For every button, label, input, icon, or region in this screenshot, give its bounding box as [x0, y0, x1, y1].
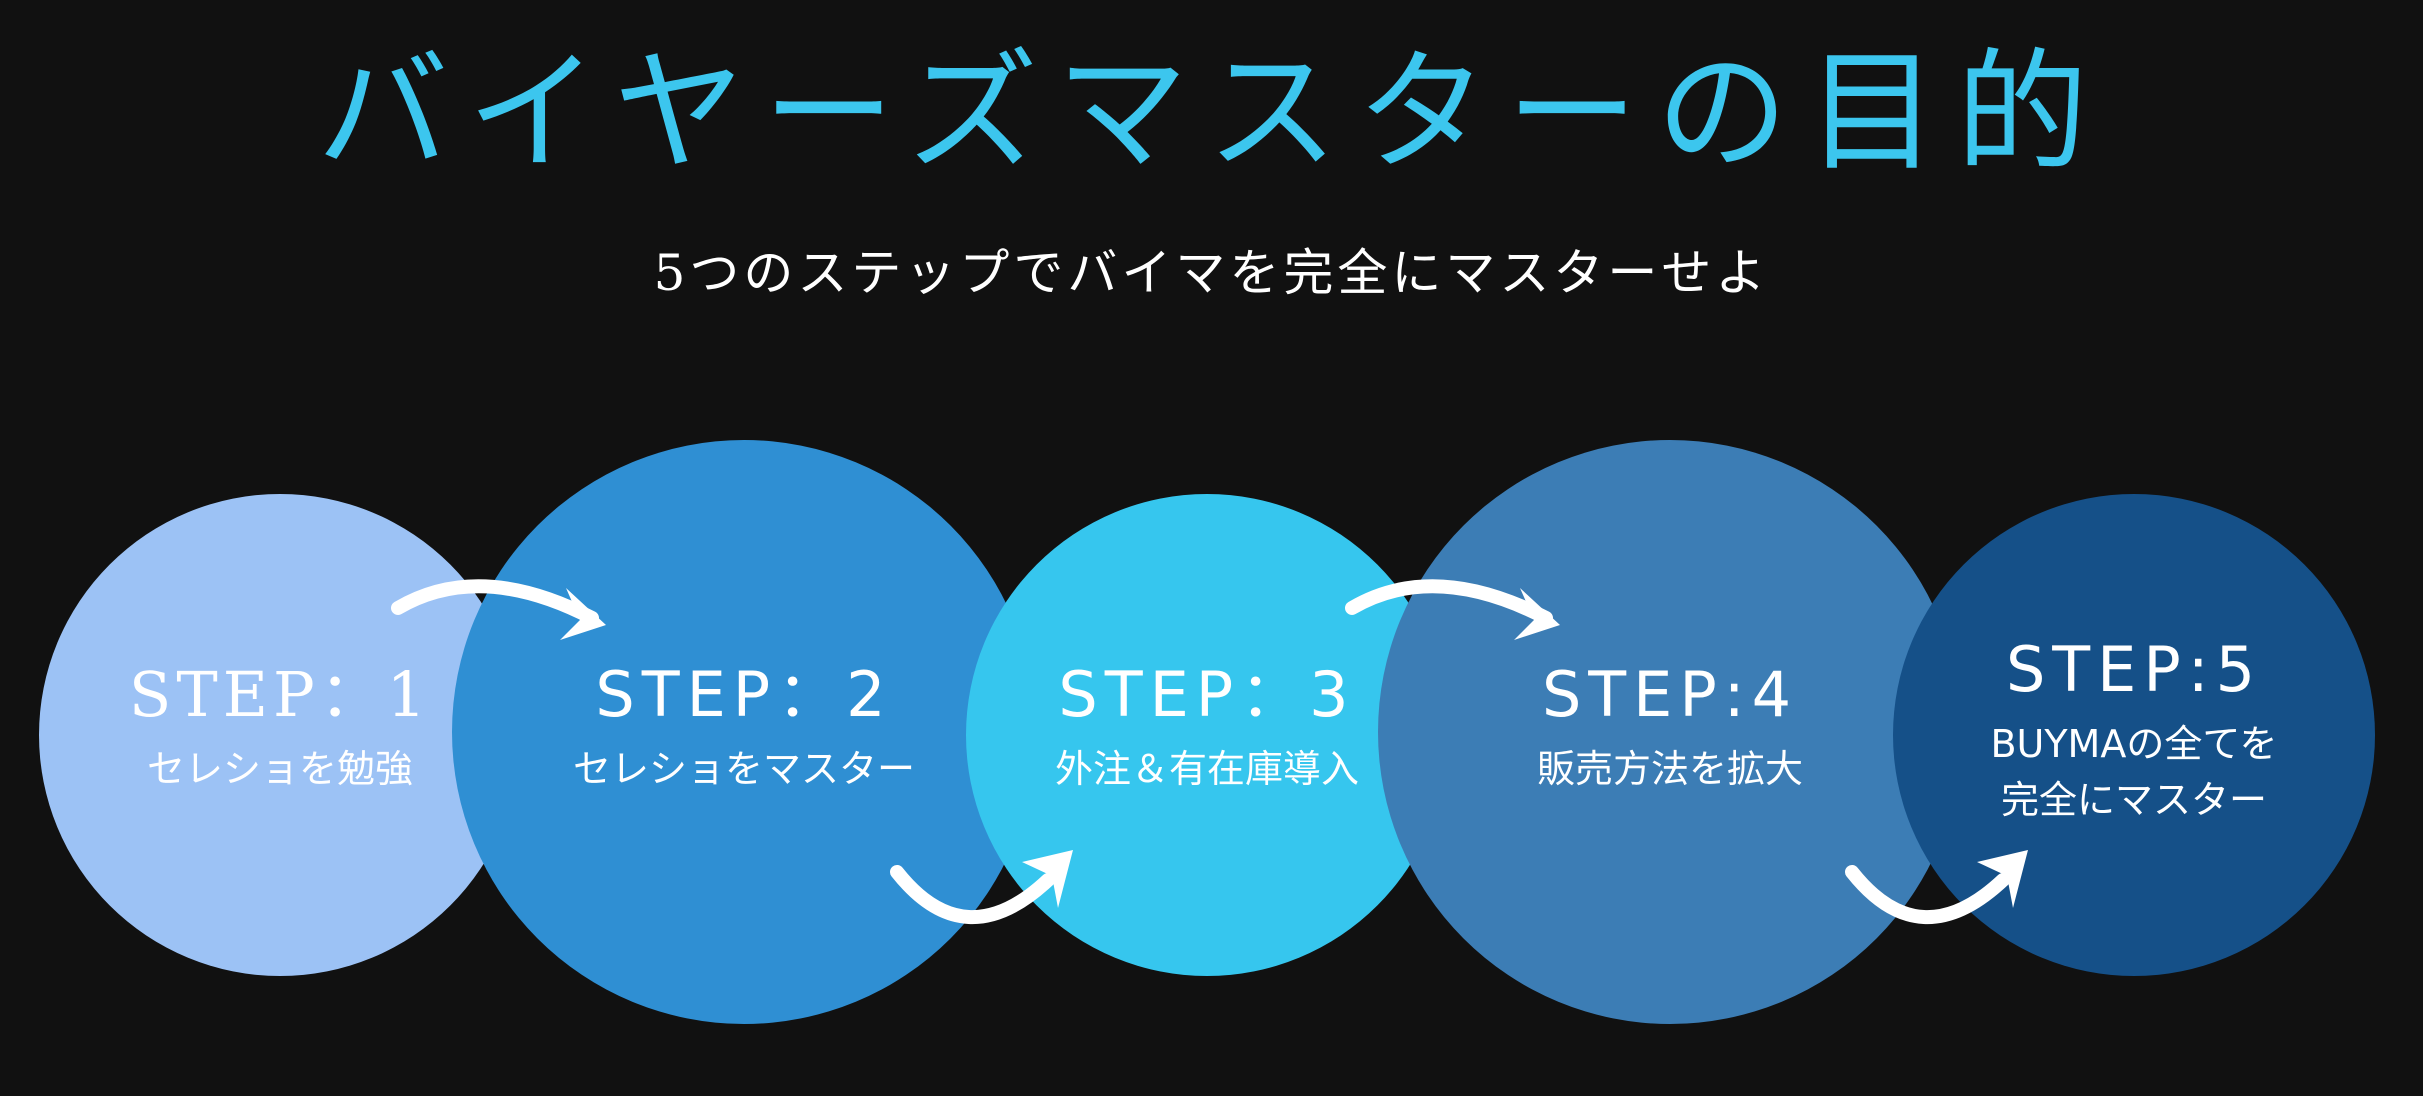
step-2: STEP：2 セレショをマスター	[452, 655, 1036, 797]
step-5: STEP:5 BUYMAの全てを 完全にマスター	[1893, 630, 2375, 828]
page-title: バイヤーズマスターの目的	[316, 36, 2107, 190]
step-5-title: STEP:5	[2005, 633, 2263, 706]
step-5-description-line-2: 完全にマスター	[2000, 778, 2267, 822]
step-3-description: 外注＆有在庫導入	[1054, 747, 1359, 791]
step-1-description: セレショを勉強	[146, 747, 413, 791]
step-2-description: セレショをマスター	[572, 747, 915, 791]
step-2-title: STEP：2	[595, 658, 893, 731]
page-subtitle: 5つのステップでバイマを完全にマスターせよ	[653, 244, 1770, 302]
step-2-circle	[452, 440, 1036, 1024]
step-5-description-line-1: BUYMAの全てを	[1990, 722, 2278, 766]
step-4-circle	[1378, 440, 1962, 1024]
step-1: STEP：1 セレショを勉強	[39, 655, 521, 797]
step-1-circle	[39, 494, 521, 976]
step-4-description: 販売方法を拡大	[1536, 747, 1803, 791]
step-4: STEP:4 販売方法を拡大	[1378, 655, 1962, 797]
step-3-title: STEP：3	[1058, 658, 1356, 731]
step-4-title: STEP:4	[1541, 658, 1799, 731]
step-1-title: STEP：1	[128, 658, 432, 731]
step-3: STEP：3 外注＆有在庫導入	[966, 655, 1448, 797]
